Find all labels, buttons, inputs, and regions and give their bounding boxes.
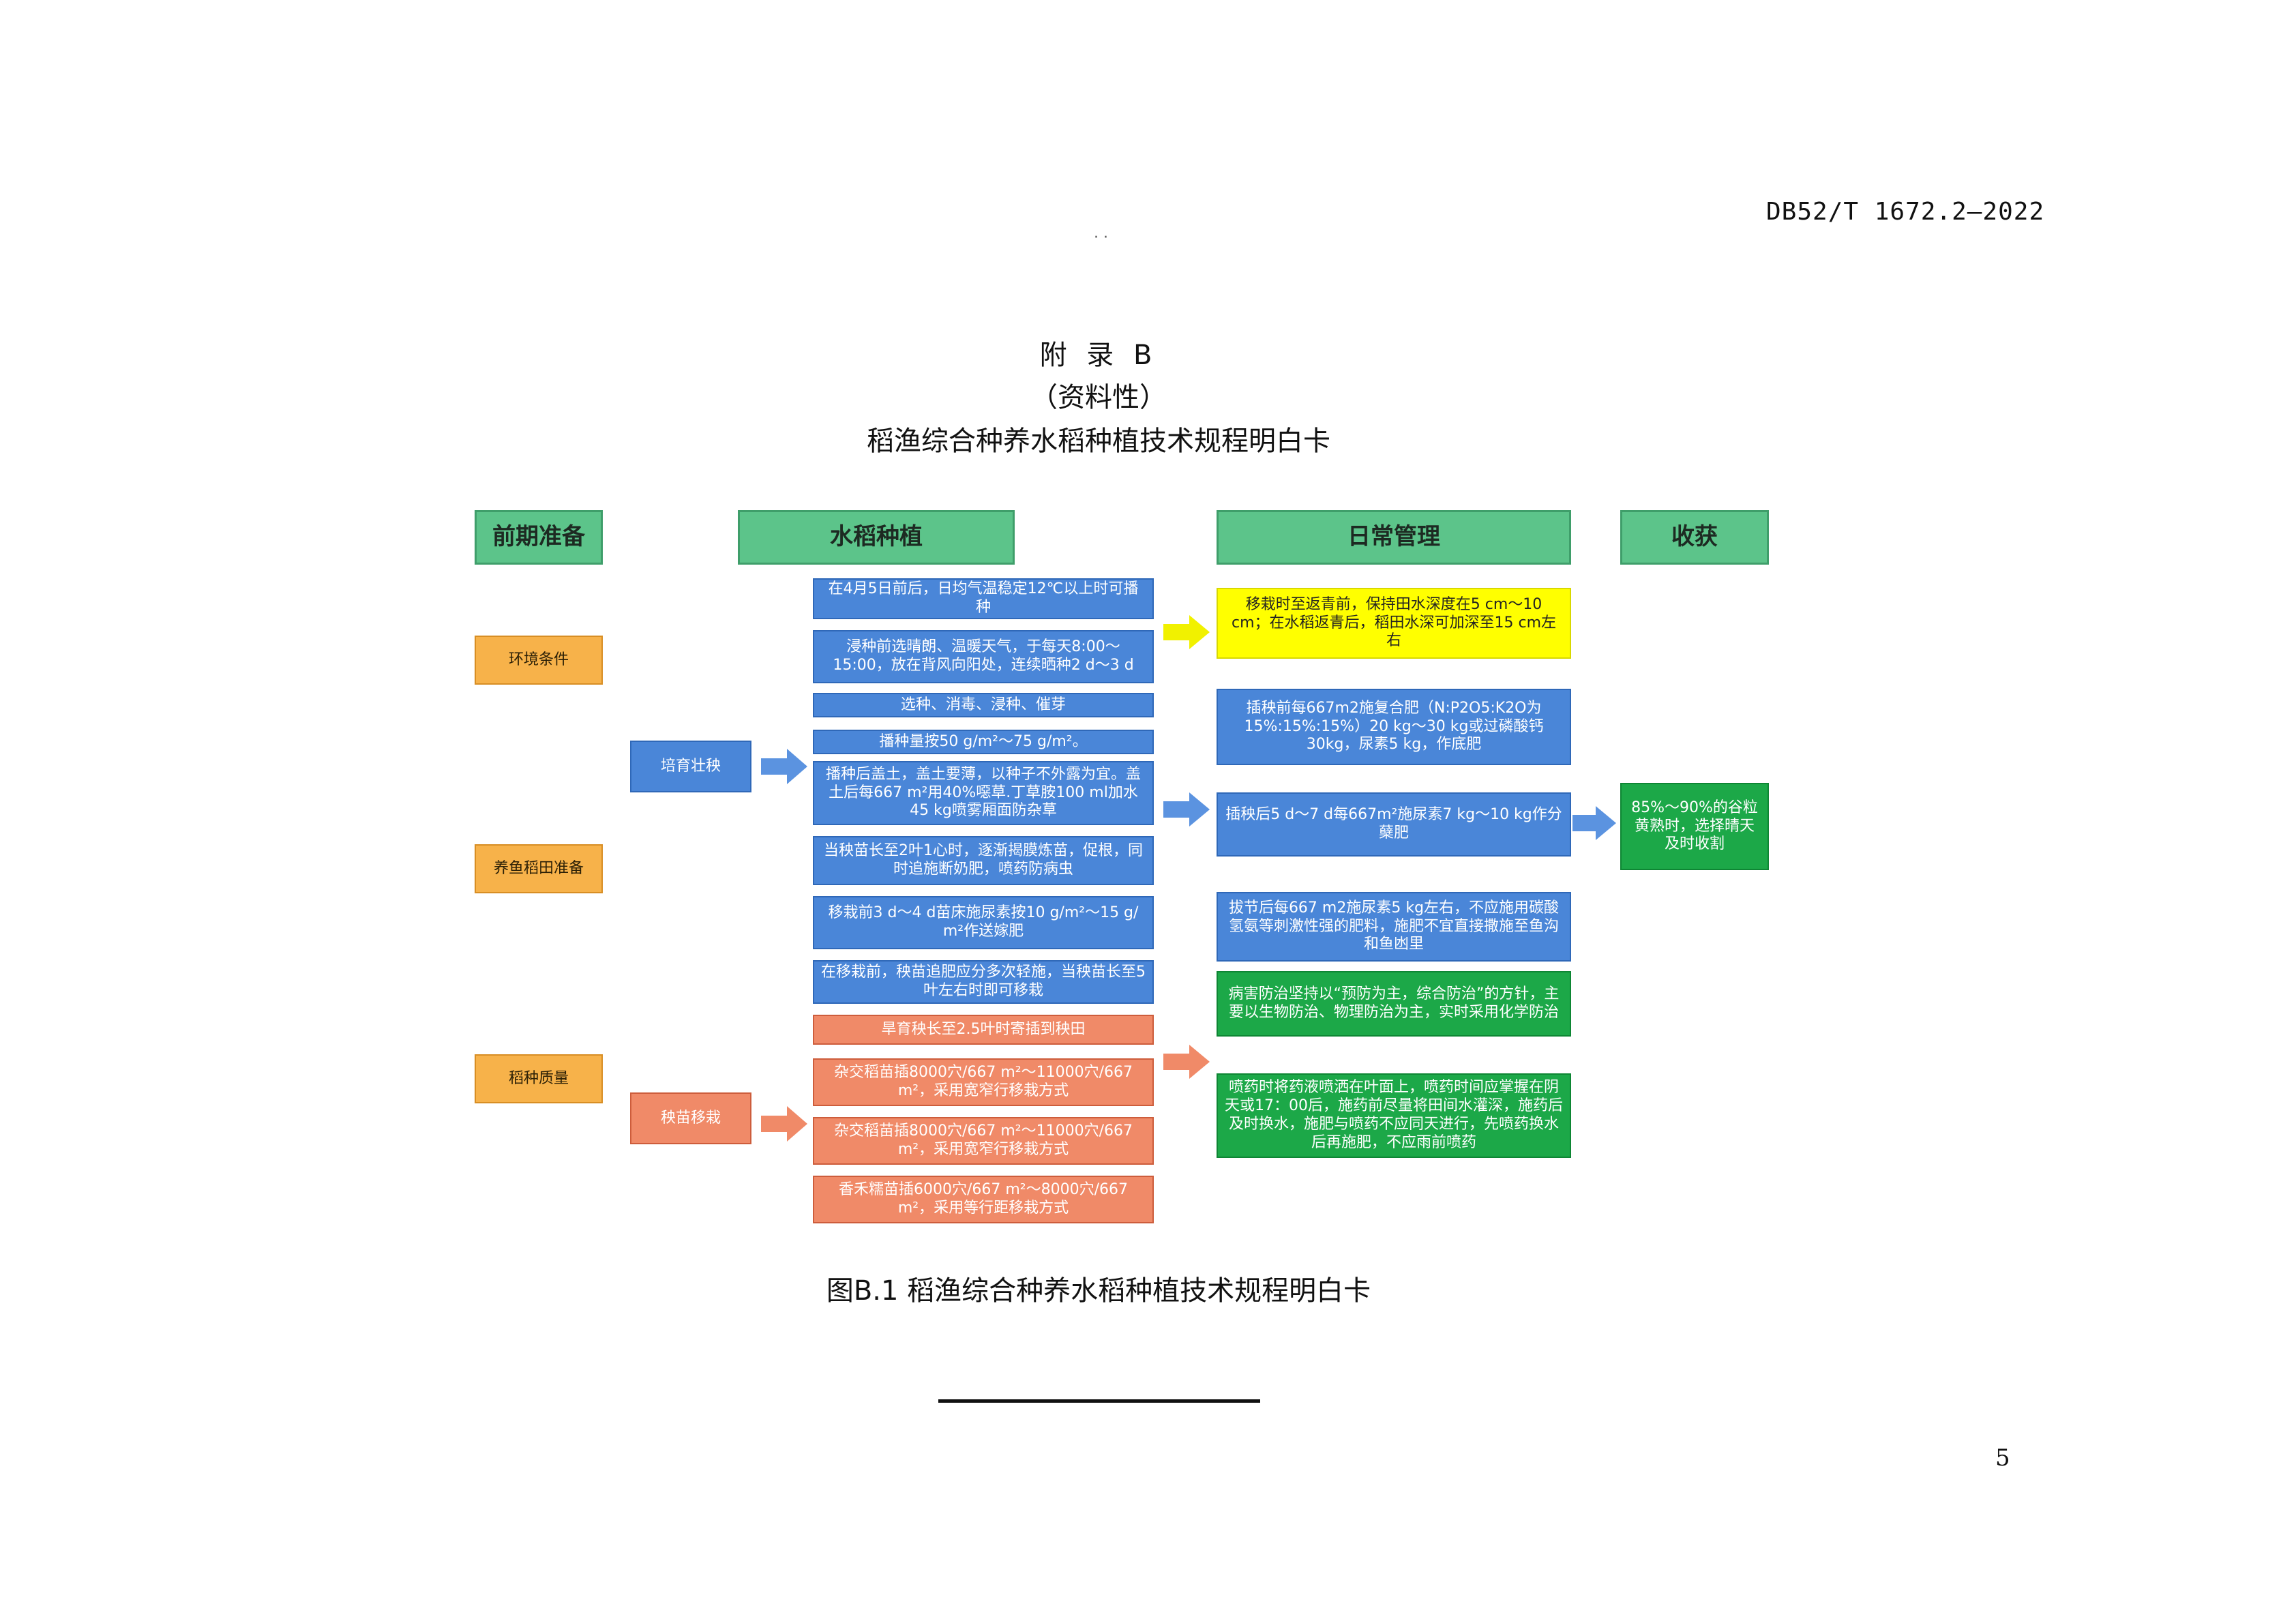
prep-seed-quality: 稻种质量 [475, 1054, 603, 1103]
arrow-right-icon [1572, 806, 1616, 840]
appendix-title: 稻渔综合种养水稻种植技术规程明白卡 [867, 426, 1330, 457]
header-planting: 水稻种植 [738, 510, 1015, 565]
transplant-step-4: 香禾糯苗插6000穴/667 m²～8000穴/667 m²，采用等行距移栽方式 [813, 1176, 1154, 1223]
document-code: DB52/T 1672.2—2022 [1766, 198, 2045, 226]
page-number: 5 [1995, 1444, 2010, 1472]
arrow-right-icon [1163, 1045, 1210, 1079]
planting-step-4: 播种量按50 g/m²～75 g/m²。 [813, 730, 1154, 754]
header-dots: · · [1094, 229, 1108, 246]
planting-step-7: 移栽前3 d～4 d苗床施尿素按10 g/m²～15 g/ m²作送嫁肥 [813, 896, 1154, 949]
planting-step-2: 浸种前选晴朗、温暖天气，于每天8:00～15:00，放在背风向阳处，连续晒种2 … [813, 630, 1154, 683]
management-spraying: 喷药时将药液喷洒在叶面上，喷药时间应掌握在阴天或17：00后，施药前尽量将田间水… [1217, 1073, 1571, 1158]
prep-paddy-field: 养鱼稻田准备 [475, 844, 603, 893]
management-tiller-fertilizer: 插秧后5 d～7 d每667m²施尿素7 kg～10 kg作分蘖肥 [1217, 792, 1571, 857]
header-management: 日常管理 [1217, 510, 1571, 565]
transplant-step-3: 杂交稻苗插8000穴/667 m²～11000穴/667 m²，采用宽窄行移栽方… [813, 1117, 1154, 1165]
footer-divider [938, 1399, 1260, 1403]
transplant-step-2: 杂交稻苗插8000穴/667 m²～11000穴/667 m²，采用宽窄行移栽方… [813, 1058, 1154, 1106]
management-water-depth: 移栽时至返青前，保持田水深度在5 cm～10 cm；在水稻返青后，稻田水深可加深… [1217, 588, 1571, 659]
appendix-label: 附 录 B [1039, 340, 1158, 371]
management-jointing-fertilizer: 拔节后每667 m2施尿素5 kg左右，不应施用碳酸氢氨等刺激性强的肥料，施肥不… [1217, 892, 1571, 962]
harvest-timing: 85%～90%的谷粒黄熟时，选择晴天及时收割 [1620, 783, 1769, 870]
planting-step-5: 播种后盖土，盖土要薄，以种子不外露为宜。盖土后每667 m²用40%噁草.丁草胺… [813, 761, 1154, 825]
arrow-right-icon [761, 749, 807, 784]
arrow-right-icon [1163, 792, 1210, 827]
header-preparation: 前期准备 [475, 510, 603, 565]
transplant-step-1: 旱育秧长至2.5叶时寄插到秧田 [813, 1015, 1154, 1045]
arrow-right-icon [1163, 615, 1210, 649]
appendix-nature: （资料性） [1030, 382, 1167, 413]
header-harvest: 收获 [1620, 510, 1769, 565]
planting-step-1: 在4月5日前后，日均气温稳定12℃以上时可播种 [813, 578, 1154, 619]
stage-transplanting: 秧苗移栽 [630, 1092, 751, 1144]
prep-environment: 环境条件 [475, 636, 603, 685]
management-base-fertilizer: 插秧前每667m2施复合肥（N:P2O5:K2O为15%:15%:15%）20 … [1217, 689, 1571, 765]
planting-step-8: 在移栽前，秧苗追肥应分多次轻施，当秧苗长至5叶左右时即可移栽 [813, 960, 1154, 1004]
planting-step-3: 选种、消毒、浸种、催芽 [813, 693, 1154, 717]
management-disease-control: 病害防治坚持以“预防为主，综合防治”的方针，主要以生物防治、物理防治为主，实时采… [1217, 971, 1571, 1037]
arrow-right-icon [761, 1106, 807, 1142]
stage-seedling-raising: 培育壮秧 [630, 741, 751, 792]
figure-caption: 图B.1 稻渔综合种养水稻种植技术规程明白卡 [826, 1275, 1371, 1307]
planting-step-6: 当秧苗长至2叶1心时，逐渐揭膜炼苗，促根，同时追施断奶肥，喷药防病虫 [813, 836, 1154, 885]
